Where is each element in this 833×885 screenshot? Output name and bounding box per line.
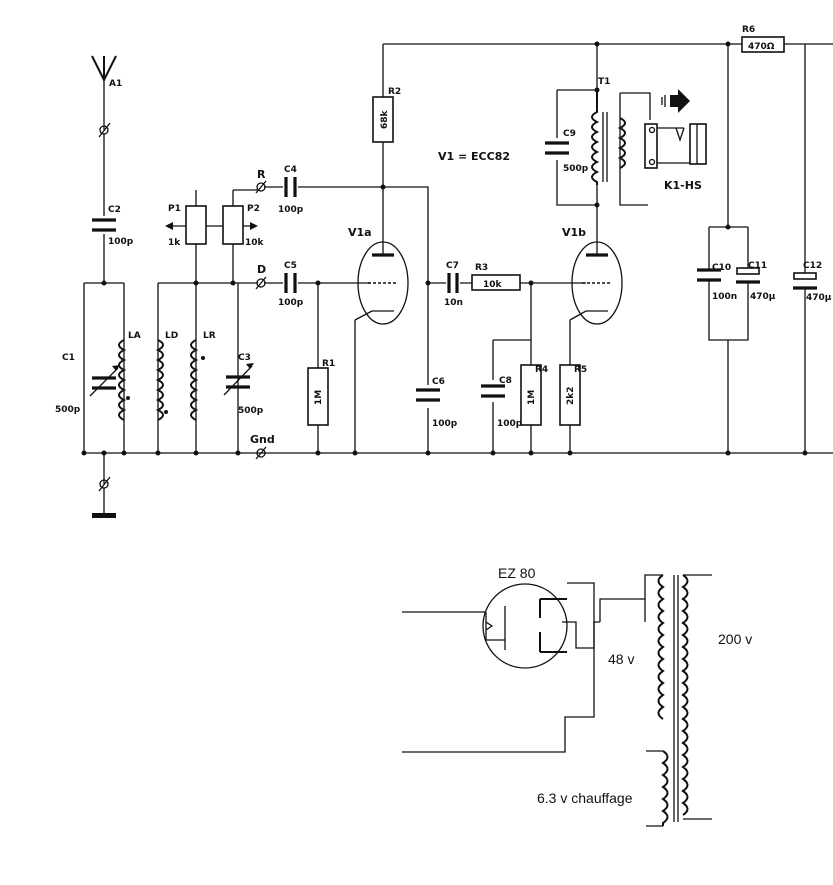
svg-text:C2: C2 xyxy=(108,205,121,215)
svg-text:470µ: 470µ xyxy=(750,292,776,302)
capacitor-c7: C7 10n xyxy=(444,261,463,308)
primary-voltage-label: 200 v xyxy=(718,631,752,647)
svg-text:C1: C1 xyxy=(62,353,75,363)
svg-text:P2: P2 xyxy=(247,204,260,214)
port-r: R xyxy=(255,168,267,194)
capacitor-c4: C4 100p xyxy=(278,165,304,215)
svg-text:R1: R1 xyxy=(322,359,335,369)
capacitor-c2: C2 100p xyxy=(92,205,134,247)
junction-dots xyxy=(81,41,808,456)
svg-text:R3: R3 xyxy=(475,263,488,273)
capacitor-c8: C8 100p xyxy=(481,376,523,429)
svg-text:1k: 1k xyxy=(168,238,181,248)
svg-text:470µ: 470µ xyxy=(806,293,832,303)
transformer-t1: T1 xyxy=(591,77,626,185)
svg-text:C7: C7 xyxy=(446,261,459,271)
antenna-label: A1 xyxy=(109,79,122,89)
capacitor-c1: C1 500p xyxy=(55,353,120,415)
svg-text:K1-HS: K1-HS xyxy=(664,179,702,192)
ground-symbol xyxy=(92,476,116,518)
power-supply: EZ 80 48 v 200 v 6.3 v chauffage xyxy=(402,565,752,827)
svg-text:C4: C4 xyxy=(284,165,297,175)
port-d: D xyxy=(255,263,267,290)
tube-v1b: V1b xyxy=(562,226,623,325)
coil-lr: LR xyxy=(190,331,216,421)
potentiometer-p1: P1 1k xyxy=(168,204,207,248)
svg-text:EZ 80: EZ 80 xyxy=(498,565,536,581)
svg-text:100p: 100p xyxy=(278,298,304,308)
svg-text:500p: 500p xyxy=(238,406,264,416)
svg-text:C9: C9 xyxy=(563,129,576,139)
resistor-r6: 470Ω R6 xyxy=(741,25,785,53)
svg-text:10k: 10k xyxy=(483,280,503,290)
svg-text:10n: 10n xyxy=(444,298,463,308)
resistor-r4: 1M R4 xyxy=(520,364,548,426)
resistor-r2: 68k R2 xyxy=(372,87,401,143)
capacitor-c5: C5 100p xyxy=(278,261,304,308)
svg-text:1M: 1M xyxy=(527,390,537,405)
svg-text:C8: C8 xyxy=(499,376,512,386)
coil-la: LA xyxy=(118,331,141,421)
svg-text:LR: LR xyxy=(203,331,216,341)
resistor-r1: 1M R1 xyxy=(307,359,335,426)
rectifier-ez80: EZ 80 xyxy=(482,565,568,669)
svg-text:C11: C11 xyxy=(748,261,767,271)
resistor-r5: 2k2 R5 xyxy=(559,364,587,426)
svg-text:C3: C3 xyxy=(238,353,251,363)
svg-text:C10: C10 xyxy=(712,263,731,273)
secondary-voltage-label: 48 v xyxy=(608,651,634,667)
svg-text:C6: C6 xyxy=(432,377,445,387)
svg-text:68k: 68k xyxy=(380,109,390,129)
capacitor-c12: C12 470µ xyxy=(793,261,832,303)
heater-voltage-label: 6.3 v chauffage xyxy=(537,790,633,806)
svg-text:R: R xyxy=(257,168,266,181)
svg-text:100p: 100p xyxy=(278,205,304,215)
svg-text:R4: R4 xyxy=(535,365,548,375)
svg-text:R2: R2 xyxy=(388,87,401,97)
capacitor-c6: C6 100p xyxy=(416,377,458,429)
svg-text:10k: 10k xyxy=(245,238,265,248)
svg-text:1M: 1M xyxy=(314,390,324,405)
coil-ld: LD xyxy=(155,331,178,421)
power-transformer xyxy=(657,574,689,826)
svg-text:P1: P1 xyxy=(168,204,181,214)
svg-text:500p: 500p xyxy=(55,405,81,415)
svg-text:R5: R5 xyxy=(574,365,587,375)
resistor-r3: 10k R3 xyxy=(471,263,521,291)
svg-text:470Ω: 470Ω xyxy=(748,42,775,52)
svg-text:500p: 500p xyxy=(563,164,589,174)
svg-text:T1: T1 xyxy=(598,77,610,87)
svg-text:V1b: V1b xyxy=(562,226,586,239)
tube-type-title: V1 = ECC82 xyxy=(438,150,510,163)
svg-text:V1a: V1a xyxy=(348,226,372,239)
svg-text:R6: R6 xyxy=(742,25,755,35)
svg-text:D: D xyxy=(257,263,266,276)
svg-text:100p: 100p xyxy=(497,419,523,429)
port-gnd: Gnd xyxy=(250,433,275,460)
potentiometer-p2: P2 10k xyxy=(222,204,265,248)
capacitor-c9: C9 500p xyxy=(545,129,589,174)
svg-text:Gnd: Gnd xyxy=(250,433,275,446)
svg-text:LD: LD xyxy=(165,331,178,341)
capacitor-c11: C11 470µ xyxy=(736,261,776,302)
svg-text:C12: C12 xyxy=(803,261,822,271)
capacitor-c10: C10 100n xyxy=(697,263,737,302)
svg-text:100n: 100n xyxy=(712,292,737,302)
wires xyxy=(83,43,833,484)
svg-text:C5: C5 xyxy=(284,261,297,271)
antenna-a1: A1 xyxy=(91,55,122,138)
capacitor-c3: C3 500p xyxy=(223,353,264,416)
svg-text:100p: 100p xyxy=(432,419,458,429)
headset-k1-hs: K1-HS xyxy=(644,89,707,192)
tube-v1a: V1a xyxy=(348,226,409,325)
svg-text:2k2: 2k2 xyxy=(566,386,576,405)
svg-text:LA: LA xyxy=(128,331,141,341)
svg-text:100p: 100p xyxy=(108,237,134,247)
